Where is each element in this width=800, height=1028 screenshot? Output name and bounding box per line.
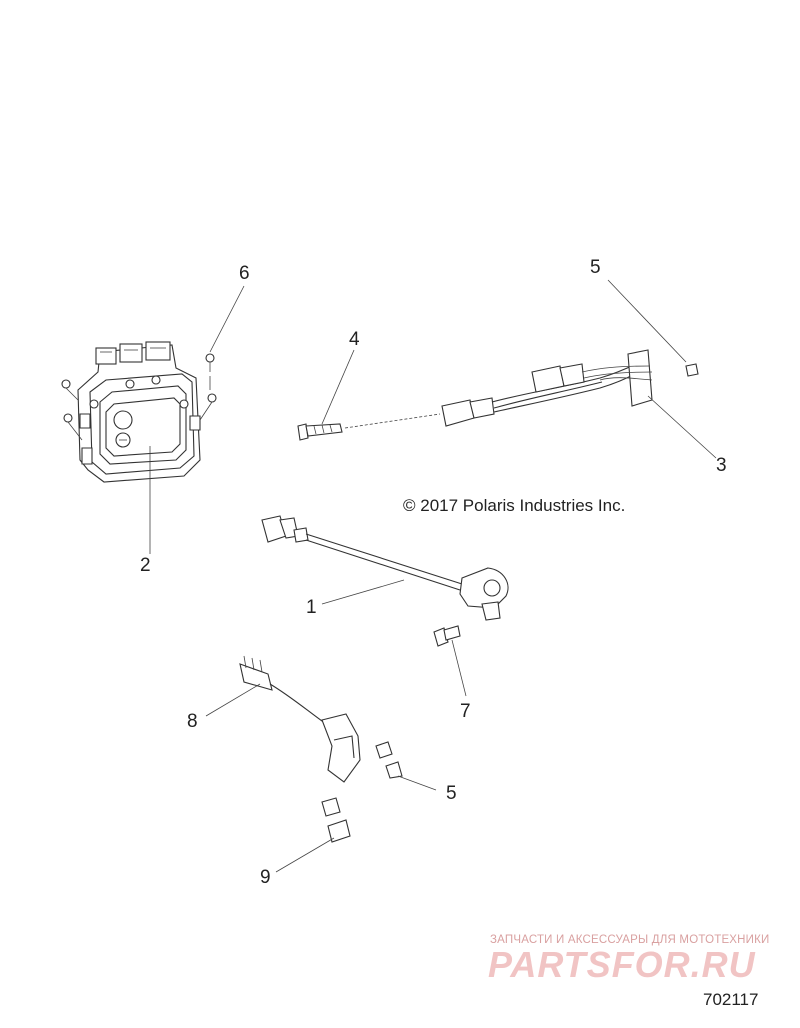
callout-5-top: 5 <box>590 257 601 278</box>
callout-1: 1 <box>306 597 317 618</box>
watermark-tagline: ЗАПЧАСТИ И АКСЕССУАРЫ ДЛЯ МОТОТЕХНИКИ <box>490 934 770 946</box>
ecu-module <box>77 341 201 483</box>
callout-6: 6 <box>239 263 250 284</box>
harness-assembly <box>297 349 699 441</box>
coiled-sensor <box>239 655 403 843</box>
sensor-bolt <box>433 625 461 647</box>
callout-2: 2 <box>140 555 151 576</box>
callout-3: 3 <box>716 455 727 476</box>
speed-sensor <box>261 515 509 621</box>
callout-4: 4 <box>349 329 360 350</box>
leader-lines <box>149 279 717 873</box>
diagram-number: 702117 <box>703 990 759 1009</box>
ecu-screws <box>61 353 217 441</box>
watermark-logo: PARTSFOR.RU <box>488 944 756 985</box>
callout-5-bottom: 5 <box>446 783 457 804</box>
callout-9: 9 <box>260 867 271 888</box>
callout-8: 8 <box>187 711 198 732</box>
copyright-notice: © 2017 Polaris Industries Inc. <box>403 496 626 515</box>
callout-7: 7 <box>460 701 471 722</box>
